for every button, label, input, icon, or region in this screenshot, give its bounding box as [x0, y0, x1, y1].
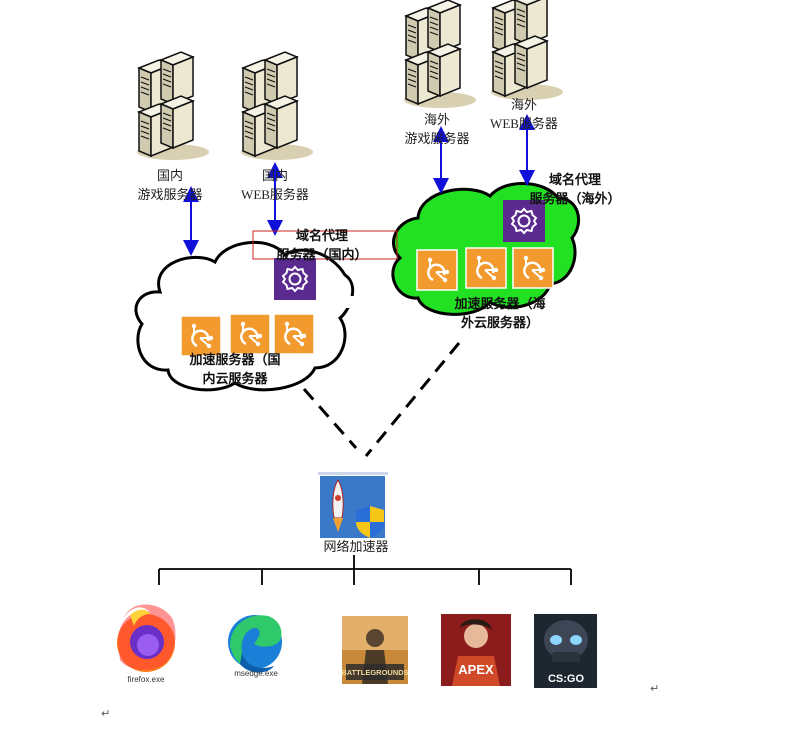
domestic-proxy-label: 域名代理 服务器（国内） [276, 228, 368, 262]
return-mark-left: ↵ [101, 707, 111, 720]
overseas-accel-label: 加速服务器（海 外云服务器） [454, 296, 546, 330]
domestic-proxy-icon [273, 257, 317, 301]
apex-icon: APEX [441, 614, 511, 686]
apex-logo-text: APEX [458, 662, 494, 677]
domestic-game-server-icon [137, 52, 209, 160]
msedge-caption: msedge.exe [234, 669, 278, 678]
firefox-icon [117, 604, 176, 672]
network-accelerator-label: 网络加速器 [323, 539, 389, 554]
domestic-web-server-icon [241, 52, 313, 160]
overseas-game-server-label: 海外 游戏服务器 [404, 112, 470, 146]
domestic-accel-icon-3 [272, 312, 316, 356]
pubg-logo-text: BATTLEGROUNDS [341, 668, 408, 677]
domestic-accel-icon-2 [228, 312, 272, 356]
pubg-icon: BATTLEGROUNDS [341, 616, 409, 684]
firefox-caption: firefox.exe [127, 675, 165, 684]
tree-connector [158, 555, 572, 585]
network-accelerator-icon [318, 472, 388, 538]
dashed-link-overseas [364, 342, 461, 457]
csgo-icon: CS:GO [534, 614, 597, 688]
overseas-web-server-label: 海外 WEB服务器 [490, 97, 558, 131]
domestic-accel-label: 加速服务器（国 内云服务器 [189, 352, 281, 386]
overseas-web-server-icon [491, 0, 563, 100]
domestic-game-server-label: 国内 游戏服务器 [137, 168, 203, 202]
overseas-accel-icon-2 [464, 246, 508, 290]
msedge-icon [228, 615, 282, 673]
csgo-logo-text: CS:GO [548, 673, 585, 685]
overseas-proxy-label: 域名代理 服务器（海外） [529, 172, 621, 206]
overseas-accel-icon-1 [415, 248, 459, 292]
domestic-web-server-label: 国内 WEB服务器 [241, 168, 309, 202]
proxy-highlight-box [252, 230, 398, 260]
overseas-accel-icon-3 [511, 246, 555, 290]
return-mark-right: ↵ [650, 682, 660, 695]
dashed-link-domestic [302, 388, 358, 449]
overseas-game-server-icon [404, 0, 476, 108]
domestic-cloud-gap [342, 296, 358, 308]
